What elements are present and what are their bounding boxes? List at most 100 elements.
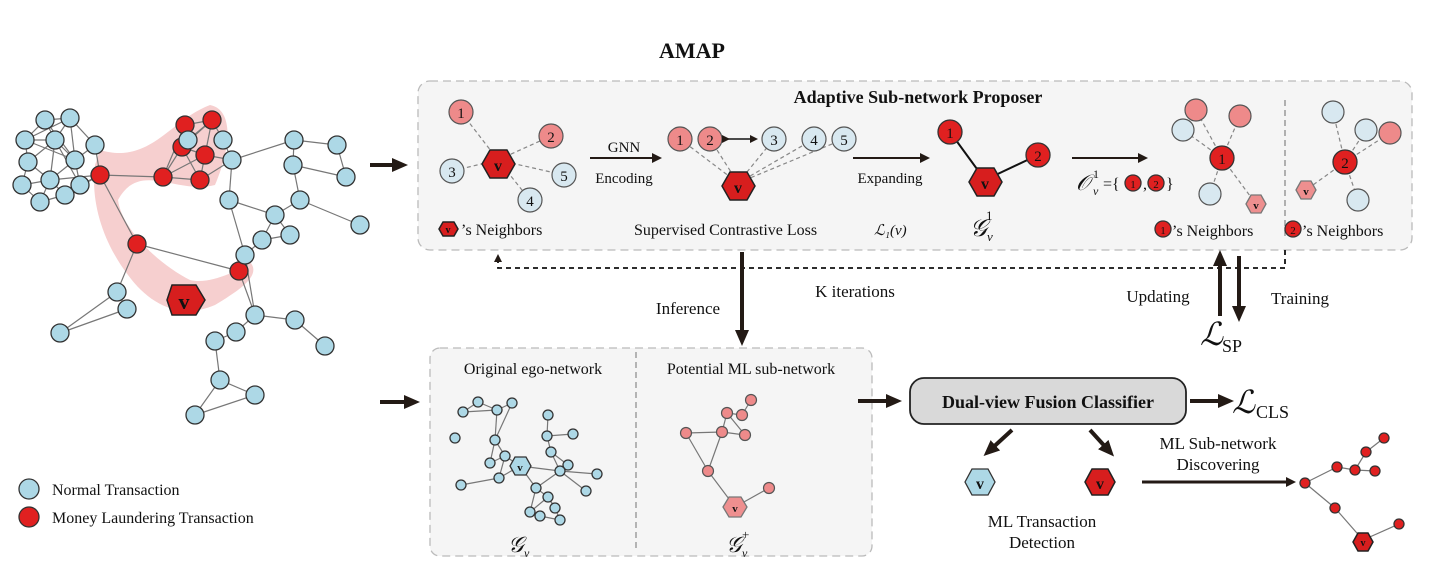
ego-edge bbox=[462, 409, 498, 413]
ego-hex-label: v bbox=[517, 462, 523, 474]
graph-edge bbox=[244, 254, 256, 316]
g-v-1-sup: 1 bbox=[986, 208, 993, 223]
graph-edge bbox=[194, 394, 256, 416]
n2-mini: 2 bbox=[1290, 225, 1296, 237]
ego-normal-node bbox=[542, 409, 554, 421]
graph-normal-node bbox=[15, 130, 35, 150]
amap-title: AMAP bbox=[659, 38, 725, 63]
graph-ml-node bbox=[127, 234, 147, 254]
graph-normal-node bbox=[265, 205, 285, 225]
potential-hex-label: v bbox=[732, 503, 738, 515]
graph-normal-node bbox=[284, 130, 304, 150]
enc-n3-label: 3 bbox=[770, 133, 778, 149]
potential-ml-node bbox=[744, 393, 758, 407]
potential-edge bbox=[707, 431, 723, 472]
ego-normal-node bbox=[567, 428, 579, 440]
detection-label-2: Detection bbox=[1009, 533, 1076, 552]
graph-normal-node bbox=[226, 322, 246, 342]
o-close: } bbox=[1166, 176, 1174, 193]
classifier-label: Dual-view Fusion Classifier bbox=[942, 392, 1154, 412]
graph-edge bbox=[299, 199, 361, 226]
node1-neighbors: v 1 1 ’s Neighbors bbox=[1154, 98, 1267, 240]
ego-normal-node bbox=[554, 514, 566, 526]
g-v-1-sub: v bbox=[987, 229, 993, 244]
expanding-label: Expanding bbox=[858, 171, 923, 187]
ego-normal-node bbox=[489, 434, 501, 446]
legend-normal-swatch bbox=[18, 478, 40, 500]
graph-normal-node bbox=[245, 385, 265, 405]
o-n1: 1 bbox=[1130, 179, 1136, 191]
o-eq: ={ bbox=[1103, 176, 1120, 193]
gnn-label: GNN bbox=[608, 140, 641, 156]
graph-normal-node bbox=[178, 130, 198, 150]
graph-edge bbox=[99, 174, 164, 178]
stage-expanded-graph: 1 2 v 𝒢 1 v bbox=[937, 119, 1051, 244]
encoding-label: Encoding bbox=[595, 171, 653, 187]
legend-ml-swatch bbox=[18, 506, 40, 528]
graph-edge bbox=[59, 308, 128, 334]
graph-normal-node bbox=[60, 108, 80, 128]
v-neighbors-caption: ’s Neighbors bbox=[461, 222, 542, 239]
graph-normal-node bbox=[40, 170, 60, 190]
graph-normal-node bbox=[18, 152, 38, 172]
graph-normal-node bbox=[45, 130, 65, 150]
graph-normal-node bbox=[285, 310, 305, 330]
ego-edge bbox=[494, 402, 513, 441]
n1-hex-label: v bbox=[1253, 200, 1259, 212]
dual-view-classifier: Dual-view Fusion Classifier bbox=[909, 377, 1187, 425]
legend: Normal Transaction Money Laundering Tran… bbox=[18, 478, 254, 528]
graph-normal-node bbox=[205, 331, 225, 351]
graph-normal-node bbox=[35, 110, 55, 130]
ego-hex bbox=[509, 456, 532, 476]
graph-normal-node bbox=[210, 370, 230, 390]
n2-label: 2 bbox=[547, 130, 555, 146]
ego-normal-node bbox=[534, 510, 546, 522]
stage-neighbors: 1 2 3 4 5 v v ’s Neighbors bbox=[438, 99, 577, 239]
graph-edge bbox=[59, 291, 118, 334]
o-sub: v bbox=[1093, 184, 1099, 198]
graph-normal-node bbox=[65, 150, 85, 170]
n2-neighbors-caption: ’s Neighbors bbox=[1302, 223, 1383, 240]
n1-center-label: 1 bbox=[1218, 152, 1226, 168]
graph-normal-node bbox=[252, 230, 272, 250]
ml-result-hex bbox=[1084, 468, 1116, 496]
ego-panel: Original ego-network Potential ML sub-ne… bbox=[429, 347, 873, 560]
ego-normal-node bbox=[484, 457, 496, 469]
target-hexagon-label: v bbox=[179, 289, 190, 314]
n1-neighbors-caption: ’s Neighbors bbox=[1172, 223, 1253, 240]
graph-normal-node bbox=[55, 185, 75, 205]
enc-n5-label: 5 bbox=[840, 133, 848, 149]
enc-n2-label: 2 bbox=[706, 133, 714, 149]
k-iterations-loop bbox=[494, 250, 1286, 269]
graph-ml-node bbox=[90, 165, 110, 185]
ml-hex-label: v bbox=[1096, 476, 1104, 493]
exp-hex-label: v bbox=[981, 176, 989, 193]
potential-edge bbox=[685, 432, 709, 472]
graph-normal-node bbox=[12, 175, 32, 195]
loss-sp-symbol: ℒ bbox=[1200, 316, 1224, 352]
exp-n1-label: 1 bbox=[946, 126, 954, 142]
graph-normal-node bbox=[235, 245, 255, 265]
contrastive-loss-caption: Supervised Contrastive Loss bbox=[634, 222, 817, 239]
n3-label: 3 bbox=[448, 165, 456, 181]
o-comma: , bbox=[1143, 176, 1147, 193]
loss-cls-symbol: ℒ bbox=[1232, 384, 1256, 420]
arrow-normal bbox=[983, 428, 1014, 457]
enc-n4-label: 4 bbox=[810, 133, 818, 149]
target-hexagon-node bbox=[166, 284, 206, 316]
o-n2: 2 bbox=[1153, 179, 1159, 191]
potential-ml-node bbox=[701, 464, 715, 478]
ego-normal-node bbox=[530, 482, 542, 494]
k-iterations-label: K iterations bbox=[815, 282, 895, 301]
o-sup: 1 bbox=[1093, 167, 1099, 181]
legend-normal-label: Normal Transaction bbox=[52, 482, 180, 499]
normal-result-hex bbox=[964, 468, 996, 496]
ego-normal-node bbox=[524, 506, 536, 518]
potential-ml-node bbox=[735, 408, 749, 422]
legend-ml-label: Money Laundering Transaction bbox=[52, 510, 254, 527]
ego-edge bbox=[559, 470, 598, 475]
ego-normal-node bbox=[472, 396, 484, 408]
discovering-label-2: Discovering bbox=[1176, 455, 1260, 474]
ego-normal-node bbox=[591, 468, 603, 480]
